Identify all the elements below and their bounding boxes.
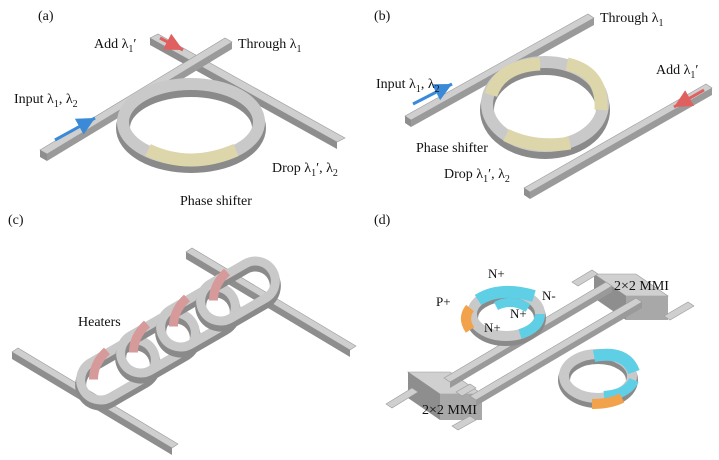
panel-d-ring-lower <box>558 348 640 409</box>
panel-d-n-minus-region <box>493 298 531 312</box>
panel-a-phase-label: Phase shifter <box>180 194 252 209</box>
panel-d-tag: (d) <box>374 213 391 228</box>
panel-c-heater-3 <box>168 294 191 327</box>
panel-c-heater-1 <box>88 347 111 380</box>
panel-c: (c) He <box>8 213 357 455</box>
panel-a-input-label: Input λ1, λ2 <box>14 92 78 110</box>
panel-c-racetrack-4 <box>195 256 281 332</box>
panel-b: (b) Through λ1 Input λ1, λ2 Add λ1′ Phas… <box>374 9 713 199</box>
panel-a-phase-shifter <box>145 143 239 167</box>
panel-b-phase-label: Phase shifter <box>416 141 488 156</box>
panel-b-add-arrow <box>673 88 705 109</box>
panel-b-phase-shifter-3 <box>503 129 572 152</box>
panel-a-ring <box>116 78 266 173</box>
panel-d-n-region-lower-right <box>603 377 639 401</box>
panel-b-input-label: Input λ1, λ2 <box>376 77 440 95</box>
panel-d-n-minus-label: N- <box>542 288 556 303</box>
panel-d-ring-upper <box>461 285 546 346</box>
panel-a-add-label: Add λ1′ <box>94 37 136 55</box>
panel-b-bus-lower <box>523 83 713 199</box>
panel-d-mmi-bottom-label: 2×2 MMI <box>422 403 477 418</box>
panel-d-n-plus-top-label: N+ <box>488 266 505 281</box>
panel-d-n-plus-region-top <box>474 285 536 306</box>
panel-d-arm-lower <box>469 297 643 406</box>
panel-a-input-arrow <box>54 116 96 142</box>
panel-b-through-label: Through λ1 <box>600 11 664 29</box>
panel-c-heater-4 <box>208 268 231 301</box>
panel-b-ring <box>480 56 610 159</box>
panel-d-n-region-lower-top <box>592 348 640 375</box>
panel-d-n-plus-region-right <box>518 313 545 339</box>
panel-a: (a) Add λ1′ Through λ1 Input λ1, λ2 Drop… <box>14 9 346 209</box>
panel-d-n-plus-left-label: N+ <box>484 320 501 335</box>
panel-c-tag: (c) <box>8 213 24 228</box>
panel-c-heater-2 <box>128 320 151 353</box>
panel-a-through-label: Through λ1 <box>238 37 302 55</box>
panel-d-n-plus-mid-label: N+ <box>510 306 527 321</box>
panel-b-input-arrow <box>412 82 453 106</box>
panel-c-racetrack-1 <box>75 335 161 411</box>
panel-d-p-region-lower <box>591 393 625 409</box>
panel-d-p-plus-label: P+ <box>436 294 451 309</box>
panel-b-phase-shifter-1 <box>484 57 541 98</box>
panel-c-racetrack-2 <box>115 308 201 384</box>
panel-b-drop-label: Drop λ1′, λ2 <box>444 167 510 185</box>
panel-a-tag: (a) <box>38 9 54 24</box>
panel-b-add-label: Add λ1′ <box>656 63 698 81</box>
panel-c-racetrack-3 <box>155 282 241 358</box>
panel-d-stubs <box>385 269 695 431</box>
panel-d-mmi-top-label: 2×2 MMI <box>614 279 669 294</box>
panel-b-tag: (b) <box>374 9 391 24</box>
panel-a-add-arrow <box>159 33 184 52</box>
panel-d-p-plus-region <box>461 304 475 333</box>
panel-d: (d) <box>374 213 695 431</box>
panel-a-drop-label: Drop λ1′, λ2 <box>272 161 338 179</box>
panel-c-heaters-label: Heaters <box>78 315 121 330</box>
panel-b-phase-shifter-2 <box>565 57 608 111</box>
